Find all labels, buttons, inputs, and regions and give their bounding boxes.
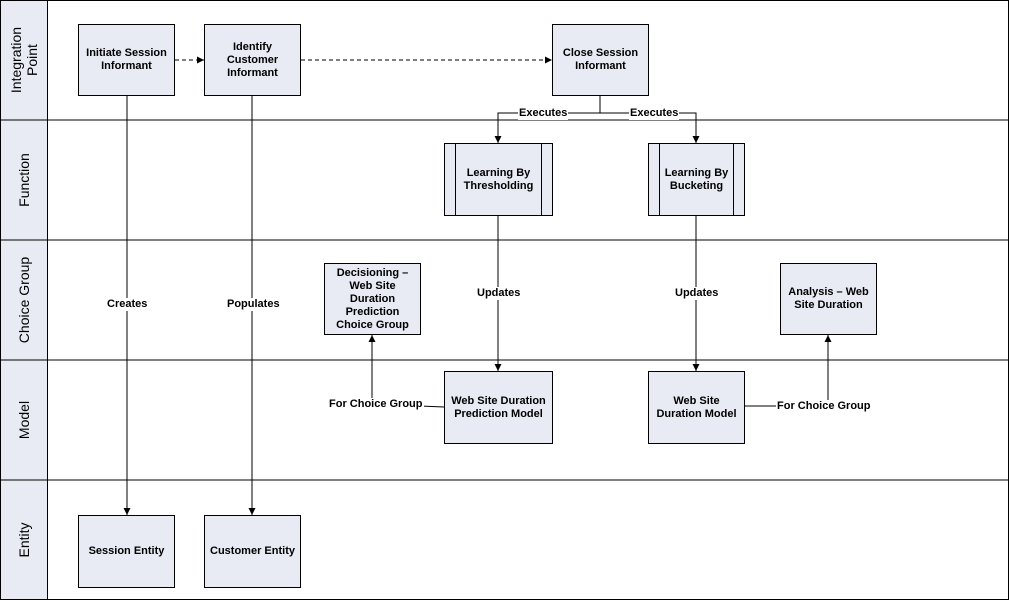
node-prediction-model[interactable]: Web Site Duration Prediction Model	[444, 371, 553, 444]
edge-label-executes-right: Executes	[629, 107, 680, 120]
lane-model: Model	[0, 360, 48, 480]
node-duration-model[interactable]: Web Site Duration Model	[648, 371, 745, 444]
edge-label-populates: Populates	[226, 298, 281, 311]
node-learning-by-bucketing[interactable]: Learning By Bucketing	[648, 143, 745, 216]
edge-label-updates-left: Updates	[476, 287, 522, 300]
node-label: Web Site Duration Prediction Model	[451, 394, 546, 420]
lane-entity: Entity	[0, 480, 48, 600]
node-label: Web Site Duration Model	[656, 394, 737, 420]
node-label: Learning By Thresholding	[463, 166, 534, 192]
arrow-for-choice-group-right	[745, 335, 832, 407]
edge-label-updates-right: Updates	[674, 287, 720, 300]
node-label: Analysis – Web Site Duration	[788, 286, 869, 311]
lane-choice-group: Choice Group	[0, 240, 48, 360]
node-session-entity[interactable]: Session Entity	[78, 515, 175, 588]
lane-integration-point: Integration Point	[0, 0, 48, 120]
arrow-for-choice-group-left	[368, 335, 445, 408]
node-decisioning-choice-group[interactable]: Decisioning – Web Site Duration Predicti…	[324, 263, 421, 335]
node-close-session[interactable]: Close Session Informant	[552, 24, 649, 96]
node-learning-by-thresholding[interactable]: Learning By Thresholding	[444, 143, 553, 216]
edge-label-executes-left: Executes	[518, 107, 569, 120]
node-analysis-choice-group[interactable]: Analysis – Web Site Duration	[780, 263, 877, 335]
node-identify-customer[interactable]: Identify Customer Informant	[204, 24, 301, 96]
node-label: Customer Entity	[210, 545, 295, 557]
node-label: Session Entity	[88, 545, 165, 557]
node-initiate-session[interactable]: Initiate Session Informant	[78, 24, 175, 96]
node-label: Learning By Bucketing	[664, 166, 729, 192]
edge-label-for-choice-group-right: For Choice Group	[776, 400, 872, 413]
edge-label-creates: Creates	[106, 298, 149, 311]
lane-function: Function	[0, 120, 48, 240]
node-label: Close Session Informant	[562, 47, 639, 72]
node-label: Identify Customer Informant	[226, 40, 279, 79]
edge-label-for-choice-group-left: For Choice Group	[328, 398, 424, 411]
node-customer-entity[interactable]: Customer Entity	[204, 515, 301, 588]
node-label: Initiate Session Informant	[86, 47, 167, 72]
node-label: Decisioning – Web Site Duration Predicti…	[336, 266, 409, 331]
